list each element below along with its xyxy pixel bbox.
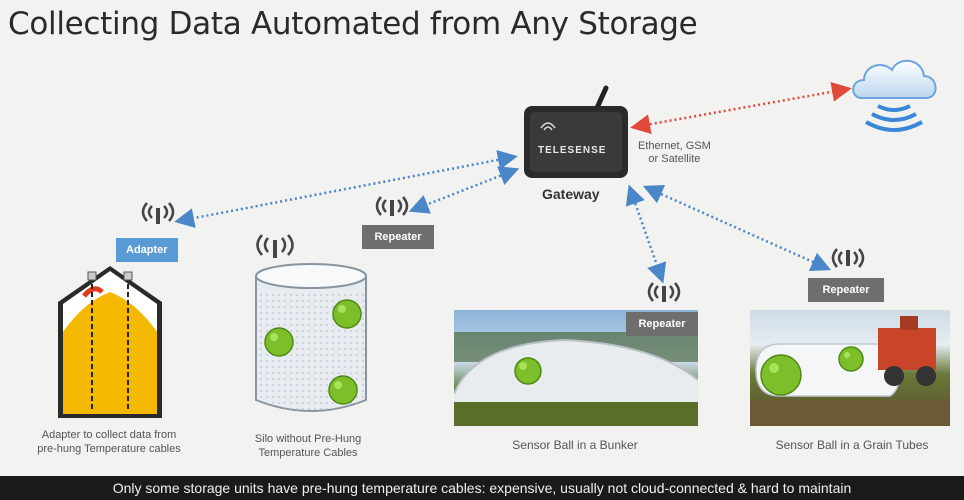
- wireless-signal-icon: [831, 248, 865, 268]
- grain-tube-photo: [750, 310, 950, 426]
- page-title: Collecting Data Automated from Any Stora…: [8, 6, 698, 42]
- bunker-photo: Repeater: [454, 310, 698, 426]
- sensor-ball-icon: [514, 357, 542, 385]
- footer-note: Only some storage units have pre-hung te…: [0, 476, 964, 500]
- link-gateway-adapter: [174, 150, 518, 228]
- grain-silo-illustration: [58, 266, 162, 418]
- repeater-tag-tube: Repeater: [808, 278, 884, 302]
- wireless-signal-icon: [375, 196, 409, 216]
- connection-lines: [174, 81, 852, 284]
- wireless-signal-icon: [141, 202, 175, 224]
- sensor-ball-icon: [264, 327, 294, 357]
- link-gateway-cloud: [630, 81, 852, 135]
- sensor-ball-icon: [838, 346, 864, 372]
- link-gateway-bunker: [625, 184, 667, 284]
- gateway-device-icon: [524, 85, 628, 178]
- gateway-connection-text: Ethernet, GSM or Satellite: [638, 140, 711, 165]
- repeater-tag-left: Repeater: [362, 225, 434, 249]
- repeater-tag-bunker: Repeater: [626, 312, 698, 336]
- sensor-ball-icon: [328, 375, 358, 405]
- bunker-caption: Sensor Ball in a Bunker: [512, 438, 638, 452]
- sensor-ball-icon: [332, 299, 362, 329]
- adapter-tag: Adapter: [116, 238, 178, 262]
- silo-caption: Silo without Pre-Hung Temperature Cables: [254, 433, 362, 459]
- sensor-ball-icon: [760, 354, 802, 396]
- wireless-signal-icon: [647, 282, 681, 302]
- link-gateway-repeater-left: [408, 166, 520, 214]
- tube-caption: Sensor Ball in a Grain Tubes: [775, 438, 929, 452]
- cloud-icon: [852, 60, 937, 132]
- wireless-signal-icon: [256, 234, 294, 258]
- gateway-brand-label: TELESENSE: [538, 145, 607, 156]
- gateway-label: Gateway: [542, 186, 600, 202]
- link-gateway-tube: [642, 184, 832, 272]
- adapter-caption: Adapter to collect data from pre-hung Te…: [37, 429, 181, 455]
